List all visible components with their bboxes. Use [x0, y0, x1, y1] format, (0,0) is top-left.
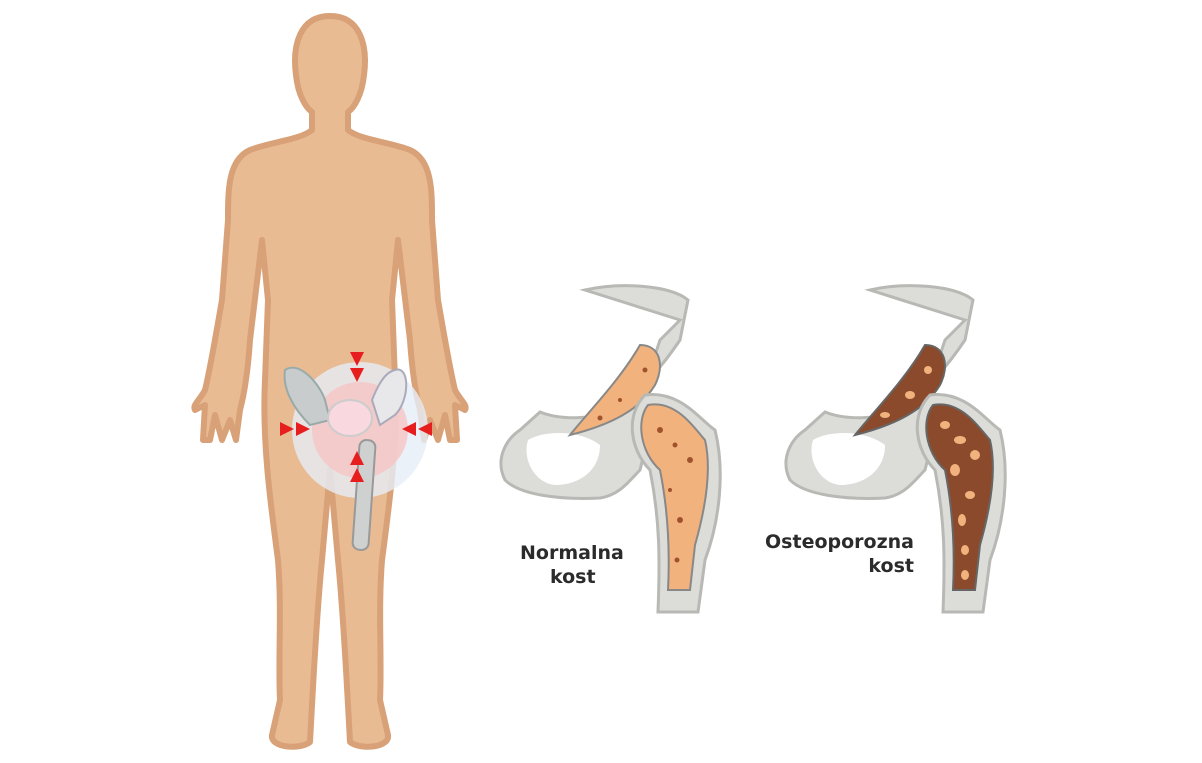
normal-label-line1: Normalna: [520, 542, 624, 564]
osteoporotic-bone-label: Osteoporozna kost: [756, 530, 914, 578]
osteo-label-line1: Osteoporozna: [765, 531, 914, 553]
osteo-label-line2: kost: [868, 555, 914, 577]
normal-bone-label: Normalna kost: [520, 541, 624, 589]
pelvis-pain-highlight: [283, 362, 428, 551]
pain-arrows: [280, 352, 432, 482]
normal-label-line2: kost: [550, 566, 596, 588]
normal-hip-joint: [499, 284, 722, 614]
osteoporotic-hip-joint: [784, 284, 1007, 614]
